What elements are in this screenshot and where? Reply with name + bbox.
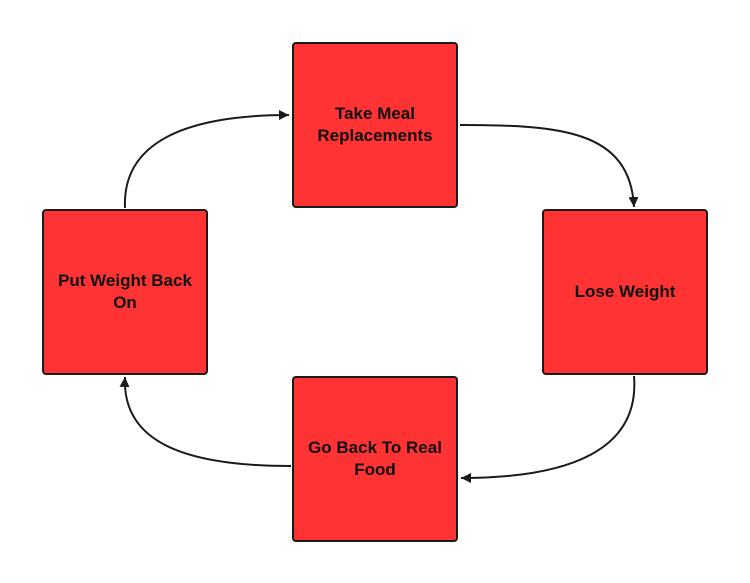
node-label: Go Back To Real Food xyxy=(308,438,442,479)
arrow-take-meal-to-lose-weight xyxy=(459,124,639,208)
node-put-weight-back-on: Put Weight Back On xyxy=(42,209,208,375)
node-label: Put Weight Back On xyxy=(58,271,192,312)
arrow-lose-weight-to-real-food xyxy=(460,375,636,483)
arrow-real-food-to-put-weight xyxy=(119,376,292,467)
node-label: Take Meal Replacements xyxy=(317,104,433,145)
node-take-meal-replacements: Take Meal Replacements xyxy=(292,42,458,208)
arrow-put-weight-to-take-meal xyxy=(123,110,290,209)
node-label: Lose Weight xyxy=(574,282,676,301)
node-lose-weight: Lose Weight xyxy=(542,209,708,375)
node-go-back-to-real-food: Go Back To Real Food xyxy=(292,376,458,542)
